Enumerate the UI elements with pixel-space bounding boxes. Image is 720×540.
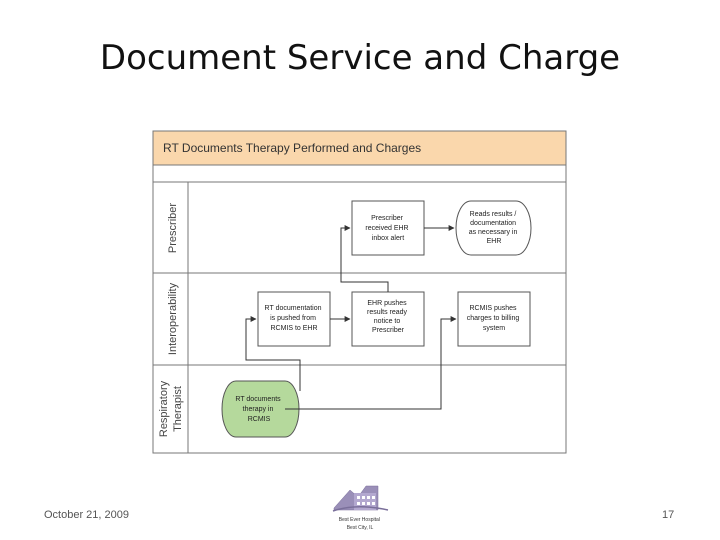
node-rcmis-line2: charges to billing xyxy=(467,315,520,322)
hospital-logo xyxy=(332,485,389,512)
node-prescriber-alert xyxy=(351,200,425,256)
arrow-start-to-rt-doc xyxy=(245,316,301,391)
logo-line2: Best City, IL xyxy=(347,525,374,531)
node-rt-documents-therapy xyxy=(221,380,300,438)
diagram-header xyxy=(152,130,567,166)
node-rt-documents-line2: therapy in xyxy=(243,406,274,413)
svg-text:RT documents therapy in: RT documents therapy in RCMIS xyxy=(235,396,282,423)
footer-date: October 21, 2009 xyxy=(44,509,130,521)
lane-label-prescriber: Prescriber xyxy=(167,203,179,253)
node-ehr-pushes xyxy=(351,291,425,347)
lane-label-interoperability: Interoperability xyxy=(167,282,179,355)
node-reads-line2: documentation xyxy=(470,220,516,227)
svg-text:RCMIS pushes charges to bi: RCMIS pushes charges to billing system xyxy=(467,305,521,332)
node-rcmis-line3: system xyxy=(483,325,505,332)
lane-label-therapist: Therapist xyxy=(172,386,184,432)
svg-text:RT documentation is pushed: RT documentation is pushed from RCMIS to… xyxy=(265,305,324,332)
node-ehr-line4: Prescriber xyxy=(372,327,405,334)
node-rt-doc-line2: is pushed from xyxy=(270,315,316,322)
node-reads-results xyxy=(455,200,532,256)
node-rt-documents-line1: RT documents xyxy=(235,396,281,403)
node-prescriber-line3: inbox alert xyxy=(372,235,404,242)
arrow-start-to-rcmis xyxy=(285,316,457,410)
node-prescriber-line1: Prescriber xyxy=(371,215,404,222)
node-rt-doc-line1: RT documentation xyxy=(265,305,322,312)
slide-title: Document Service and Charge xyxy=(99,38,621,78)
node-ehr-line2: results ready xyxy=(367,309,408,316)
diagram-header-text: RT Documents Therapy Performed and Charg… xyxy=(163,141,421,155)
node-rcmis-pushes xyxy=(457,291,531,347)
node-ehr-line3: notice to xyxy=(374,318,401,325)
node-reads-line4: EHR xyxy=(487,238,502,245)
svg-text:Reads results / documentat: Reads results / documentation as necessa… xyxy=(469,211,520,245)
node-reads-line1: Reads results / xyxy=(470,211,517,218)
node-rcmis-line1: RCMIS pushes xyxy=(469,305,517,312)
svg-text:Prescriber received EHR: Prescriber received EHR inbox alert xyxy=(365,215,410,242)
svg-text:EHR pushes results ready: EHR pushes results ready notice to Presc… xyxy=(367,300,409,334)
node-prescriber-line2: received EHR xyxy=(365,225,408,232)
node-rt-documents-line3: RCMIS xyxy=(248,416,271,423)
logo-line1: Best Ever Hospital xyxy=(339,517,380,523)
svg-text:Best Ever Hospital Best Ci: Best Ever Hospital Best City, IL xyxy=(339,517,382,531)
node-rt-doc-line3: RCMIS to EHR xyxy=(270,325,317,332)
node-reads-line3: as necessary in xyxy=(469,229,518,236)
arrow-ehr-to-prescriber xyxy=(340,225,389,292)
lane-label-respiratory: Respiratory xyxy=(158,380,170,437)
node-ehr-line1: EHR pushes xyxy=(367,300,407,307)
page-number: 17 xyxy=(662,509,675,521)
